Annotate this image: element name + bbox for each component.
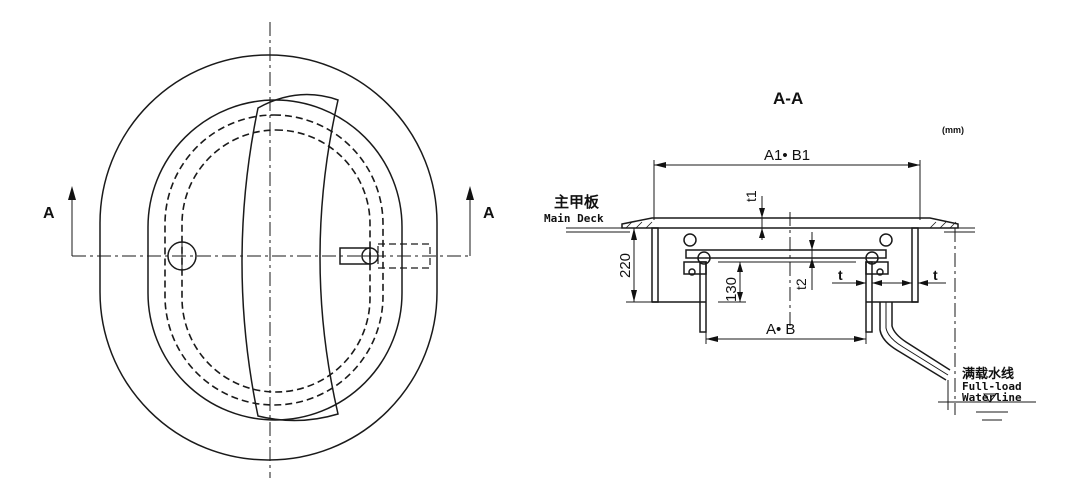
section-view: A-A (mm) A1• B1 [544, 89, 1036, 421]
cover-handle-plate [241, 93, 339, 422]
plan-view: A A [43, 22, 495, 478]
section-mark-left: A [43, 205, 55, 222]
dim-overall-label: A1• B1 [764, 147, 810, 164]
hinge-assembly [339, 243, 431, 269]
coaming-wall-left [651, 227, 659, 303]
dim-t-left-label: t [838, 267, 843, 283]
deck-label-cn: 主甲板 [554, 193, 600, 211]
hinge-bolt-right [865, 233, 893, 276]
cover-plate [685, 249, 887, 259]
drain-pipe [879, 302, 951, 381]
dim-t2-label: t2 [793, 278, 809, 290]
section-title: A-A [773, 89, 803, 108]
cover-outline-hidden-outer [164, 114, 384, 406]
dim-inner-label: A• B [766, 321, 795, 338]
dim-t1-label: t1 [743, 190, 759, 202]
waterline-label-en2: Waterline [962, 391, 1022, 404]
well-wall-left [699, 261, 707, 333]
waterline-label-en1: Full-load [962, 380, 1022, 393]
hinge-bolt-left [683, 233, 711, 276]
unit-label: (mm) [942, 125, 964, 135]
cover-outline-hidden-inner [181, 129, 371, 393]
section-mark-right: A [483, 205, 495, 222]
waterline-label-cn: 满载水线 [962, 366, 1014, 381]
coaming-wall-right [911, 227, 919, 303]
outer-coaming [99, 54, 438, 461]
dim-t-right-label: t [933, 267, 938, 283]
coaming-flange [621, 217, 959, 229]
flange-hatch [625, 221, 957, 229]
dim-130-label: 130 [723, 277, 740, 302]
well-wall-right [865, 261, 873, 333]
deck-label-en: Main Deck [544, 212, 604, 225]
dim-220-label: 220 [617, 253, 634, 278]
